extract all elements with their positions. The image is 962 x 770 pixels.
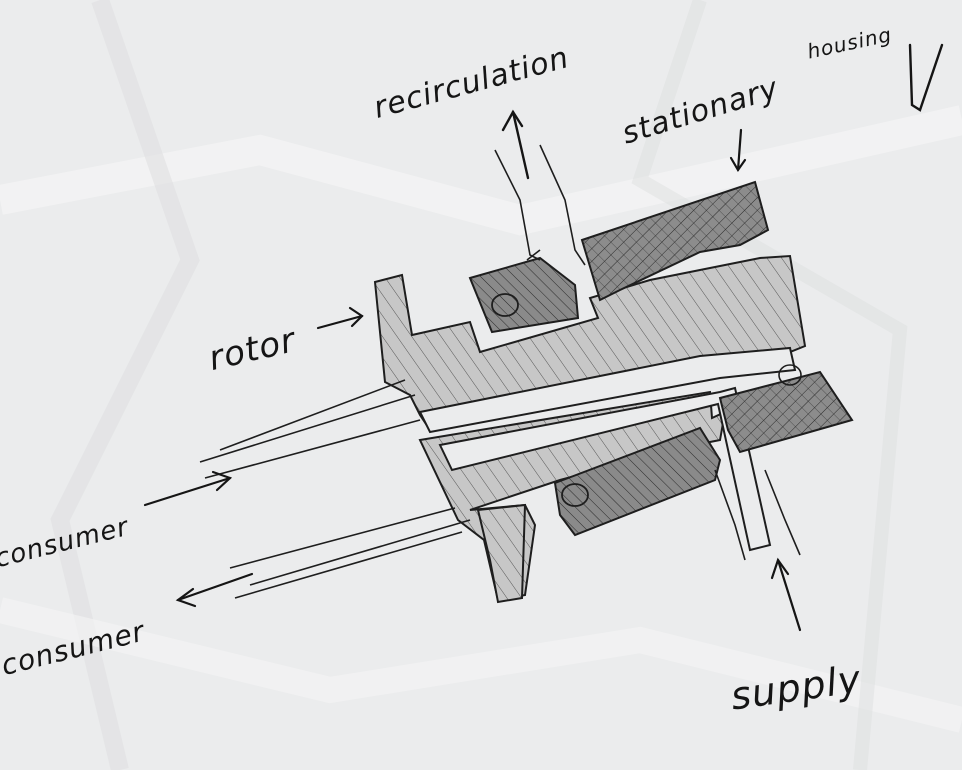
consumer-pipes bbox=[199, 379, 471, 599]
stationary-arrow-icon bbox=[729, 128, 747, 173]
stationary-housing bbox=[468, 180, 854, 537]
consumer-out-arrow-icon bbox=[175, 572, 254, 608]
supply-arrow-icon bbox=[770, 557, 802, 632]
housing-pointer-stroke bbox=[908, 43, 944, 112]
recirculation-arrow-icon bbox=[501, 109, 530, 180]
supply-pipe bbox=[714, 469, 801, 561]
consumer-in-arrow-icon bbox=[143, 470, 233, 507]
rotor-arrow-icon bbox=[316, 306, 364, 330]
recirculation-pipe bbox=[494, 144, 586, 266]
